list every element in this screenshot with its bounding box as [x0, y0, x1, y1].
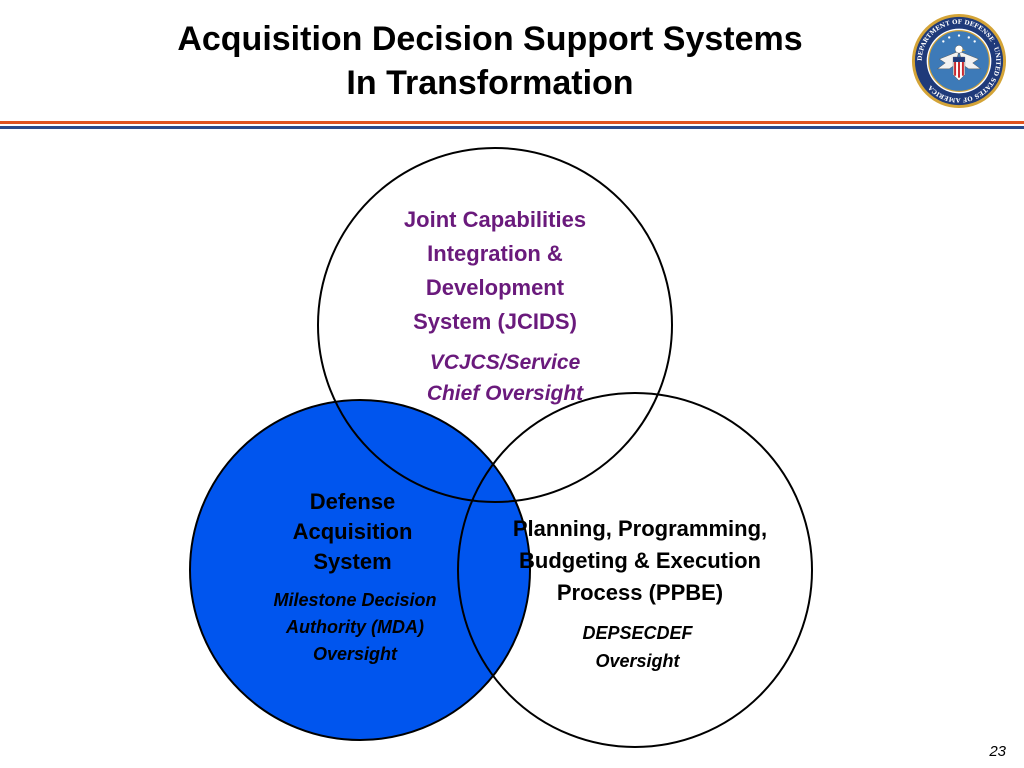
jcids-oversight-line: Chief Oversight — [426, 382, 584, 405]
ppbe-oversight: DEPSECDEF Oversight — [545, 619, 730, 675]
seal-stars — [942, 34, 976, 43]
das-name-line: Acquisition — [292, 519, 413, 544]
ppbe-name-line: Planning, Programming, — [512, 516, 768, 541]
jcids-name-line: Development — [425, 275, 565, 300]
slide-title-line-2: In Transformation — [346, 64, 634, 102]
page-number: 23 — [989, 743, 1006, 760]
jcids-oversight-line: VCJCS/Service — [429, 351, 581, 374]
jcids-oversight: VCJCS/Service Chief Oversight — [365, 347, 645, 409]
das-name-line: System — [313, 549, 392, 574]
jcids-name-line: Integration & — [427, 241, 563, 266]
ppbe-name-line: Budgeting & Execution — [519, 548, 761, 573]
slide-title-line-1: Acquisition Decision Support Systems — [177, 20, 803, 58]
header-rule-blue — [0, 126, 1024, 129]
circle-defense-acquisition-system — [189, 399, 531, 741]
das-name-line: Defense — [309, 489, 396, 514]
header-rule-orange — [0, 121, 1024, 124]
das-oversight-line: Oversight — [312, 644, 398, 664]
jcids-name-line: Joint Capabilities — [403, 207, 587, 232]
defense-acquisition-system-name: Defense Acquisition System — [230, 487, 475, 577]
ppbe-oversight-line: Oversight — [595, 651, 680, 671]
defense-acquisition-system-oversight: Milestone Decision Authority (MDA) Overs… — [235, 587, 475, 668]
ppbe-name-line: Process (PPBE) — [556, 580, 724, 605]
jcids-name-line: System (JCIDS) — [413, 309, 577, 334]
ppbe-oversight-line: DEPSECDEF — [582, 623, 693, 643]
jcids-name: Joint Capabilities Integration & Develop… — [360, 203, 630, 339]
seal-field-border — [928, 30, 990, 92]
circle-jcids — [317, 147, 673, 503]
das-oversight-line: Authority (MDA) — [286, 617, 424, 637]
department-of-defense-seal-icon: DEPARTMENT OF DEFENSE · UNITED STATES OF… — [911, 13, 1007, 109]
circle-ppbe-process — [457, 392, 813, 748]
das-oversight-line: Milestone Decision — [273, 590, 437, 610]
seal-eagle-icon — [936, 45, 982, 81]
ppbe-name: Planning, Programming, Budgeting & Execu… — [480, 513, 800, 609]
